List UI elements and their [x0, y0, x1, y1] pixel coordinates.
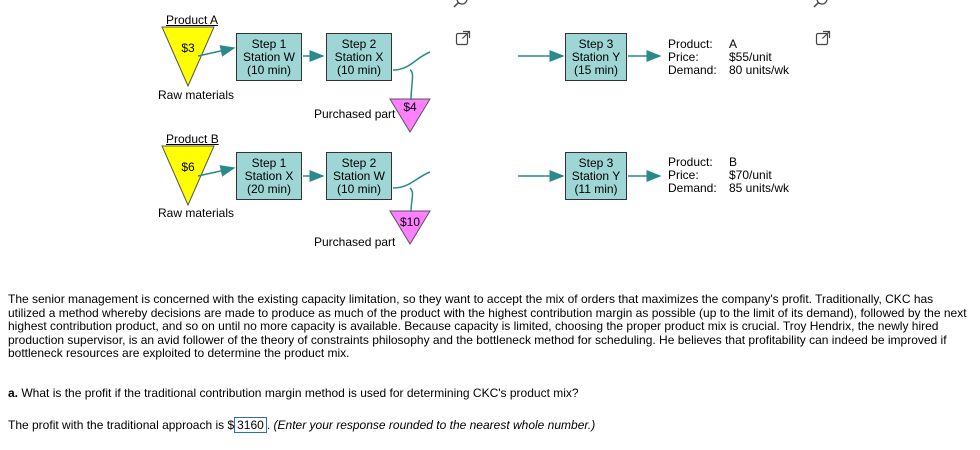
- step3-time-b: (11 min): [574, 181, 618, 196]
- step3-step-a: Step 3: [578, 36, 614, 51]
- raw-materials-label-b: Raw materials: [158, 206, 235, 220]
- step1-step-a: Step 1: [251, 36, 287, 51]
- product-b-title: Product B: [166, 132, 219, 146]
- product-info-b: Product: B Price: $70/unit Demand: 85 units…: [668, 156, 789, 195]
- purchased-price-b: $10: [399, 215, 421, 229]
- purchased-part-label-b: Purchased part: [314, 235, 396, 249]
- price-key-b: Price:: [668, 168, 699, 182]
- step3-box-a: Step 3 Station Y (15 min): [565, 33, 627, 81]
- product-key-a: Product:: [668, 37, 713, 51]
- step2-time-a: (10 min): [336, 62, 381, 77]
- demand-key-a: Demand:: [668, 63, 717, 77]
- step1-box-b: Step 1 Station X (20 min): [236, 152, 302, 200]
- demand-key-b: Demand:: [668, 181, 717, 195]
- step3-station-a: Station Y: [571, 49, 621, 64]
- raw-material-triangle-a: [161, 26, 215, 88]
- raw-materials-label-a: Raw materials: [158, 88, 235, 102]
- product-info-a: Product: A Price: $55/unit Demand: 80 units…: [668, 38, 789, 77]
- step1-station-a: Station W: [242, 49, 296, 64]
- step2-box-b: Step 2 Station W (10 min): [326, 152, 392, 200]
- purchased-part-triangle-b: [389, 210, 431, 245]
- problem-paragraph: The senior management is concerned with …: [8, 292, 967, 361]
- answer-line: The profit with the traditional approach…: [8, 417, 595, 433]
- step1-time-b: (20 min): [246, 181, 291, 196]
- product-key-b: Product:: [668, 155, 713, 169]
- step3-step-b: Step 3: [578, 155, 614, 170]
- step2-station-b: Station W: [332, 168, 386, 183]
- answer-suffix: .: [266, 418, 271, 432]
- demand-val-b: 85 units/wk: [729, 181, 790, 195]
- step1-box-a: Step 1 Station W (10 min): [236, 33, 302, 81]
- question-text: What is the profit if the traditional co…: [21, 386, 579, 400]
- connector-purchased-a: [409, 69, 414, 101]
- price-key-a: Price:: [668, 50, 699, 64]
- step3-box-b: Step 3 Station Y (11 min): [565, 152, 627, 200]
- raw-price-b: $6: [181, 160, 195, 174]
- arrow-raw-to-step1-b: [197, 165, 236, 177]
- expand-icon[interactable]: [455, 30, 471, 46]
- price-val-b: $70/unit: [729, 168, 772, 182]
- step3-station-b: Station Y: [571, 168, 621, 183]
- question-a: a. What is the profit if the traditional…: [8, 386, 579, 400]
- step2-station-a: Station X: [334, 49, 384, 64]
- connector-step2-a: [392, 51, 431, 71]
- step3-time-a: (15 min): [573, 62, 618, 77]
- step1-step-b: Step 1: [251, 155, 287, 170]
- connector-purchased-b: [409, 187, 414, 213]
- product-val-a: A: [729, 37, 738, 51]
- step2-box-a: Step 2 Station X (10 min): [326, 33, 392, 81]
- expand-icon[interactable]: [815, 30, 831, 46]
- answer-hint: (Enter your response rounded to the near…: [273, 418, 596, 432]
- product-a-title: Product A: [166, 13, 219, 27]
- arrow-raw-to-step1-a: [197, 45, 236, 57]
- demand-val-a: 80 units/wk: [729, 63, 790, 77]
- step2-time-b: (10 min): [336, 181, 381, 196]
- product-val-b: B: [729, 155, 738, 169]
- step2-step-b: Step 2: [341, 155, 377, 170]
- answer-input[interactable]: 3160: [234, 417, 267, 433]
- answer-prefix: The profit with the traditional approach…: [8, 418, 235, 432]
- magnifier-icon[interactable]: [452, 0, 472, 12]
- connector-step2-b: [392, 171, 431, 189]
- step1-station-b: Station X: [244, 168, 294, 183]
- price-val-a: $55/unit: [729, 50, 772, 64]
- purchased-price-a: $4: [403, 100, 417, 114]
- step2-step-a: Step 2: [341, 36, 377, 51]
- purchased-part-triangle-a: [389, 98, 431, 133]
- question-label: a.: [8, 386, 19, 400]
- magnifier-icon[interactable]: [812, 0, 832, 12]
- raw-material-triangle-b: [161, 145, 215, 207]
- raw-price-a: $3: [181, 41, 195, 55]
- purchased-part-label-a: Purchased part: [314, 107, 396, 121]
- step1-time-a: (10 min): [246, 62, 291, 77]
